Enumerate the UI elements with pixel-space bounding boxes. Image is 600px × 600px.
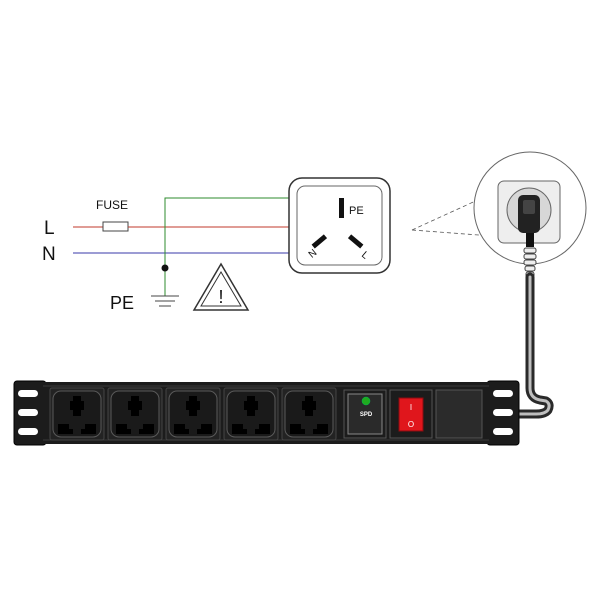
line-pin-slot xyxy=(347,234,364,249)
spd-indicator-icon xyxy=(361,396,371,406)
mounting-slot[interactable] xyxy=(18,428,38,435)
warning-icon: ! xyxy=(192,262,250,311)
pe-label: PE xyxy=(110,293,134,313)
plug-zoom-callout xyxy=(411,151,587,265)
warning-mark: ! xyxy=(218,287,223,307)
socket-l-label: L xyxy=(359,250,371,262)
outlet-left-slot xyxy=(290,424,305,434)
outlet-right-slot xyxy=(81,424,96,434)
outlet-earth-slot xyxy=(244,396,258,416)
neutral-pin-slot xyxy=(311,234,328,249)
socket-diagram: PE N L xyxy=(288,177,391,274)
plug-icon xyxy=(518,195,540,247)
pdu-strip: SPD I O xyxy=(13,380,520,446)
earth-junction xyxy=(161,264,169,272)
outlet-earth-slot xyxy=(128,396,142,416)
outlet[interactable] xyxy=(281,387,337,441)
switch-on-mark: I xyxy=(410,403,412,412)
mounting-slot[interactable] xyxy=(493,390,513,397)
wiring-schematic: L N PE FUSE ! PE xyxy=(42,177,391,313)
outlet-right-slot xyxy=(313,424,328,434)
spd-label: SPD xyxy=(360,412,373,418)
earth-wire xyxy=(164,197,295,296)
outlet[interactable] xyxy=(49,387,105,441)
outlet-left-slot xyxy=(174,424,189,434)
fuse-label: FUSE xyxy=(96,198,128,212)
outlet-earth-slot xyxy=(302,396,316,416)
blank-module xyxy=(435,389,483,439)
outlet-right-slot xyxy=(139,424,154,434)
power-cord xyxy=(513,247,554,419)
outlet-right-slot xyxy=(197,424,212,434)
fuse-icon xyxy=(102,221,129,232)
neutral-label: N xyxy=(42,244,56,265)
ground-symbol-icon xyxy=(151,295,179,307)
earth-pin-slot xyxy=(339,198,344,218)
line-label: L xyxy=(44,218,55,239)
outlet-earth-slot xyxy=(70,396,84,416)
mounting-slot[interactable] xyxy=(18,409,38,416)
outlet-left-slot xyxy=(58,424,73,434)
socket-pe-label: PE xyxy=(349,205,364,217)
outlet-left-slot xyxy=(116,424,131,434)
power-switch[interactable]: I O xyxy=(389,389,433,439)
outlet-left-slot xyxy=(232,424,247,434)
outlet-earth-slot xyxy=(186,396,200,416)
outlet[interactable] xyxy=(165,387,221,441)
outlet-group xyxy=(49,387,337,441)
outlet[interactable] xyxy=(223,387,279,441)
switch-off-mark: O xyxy=(408,420,414,429)
mounting-slot[interactable] xyxy=(18,390,38,397)
spd-module: SPD xyxy=(343,389,387,439)
mounting-slot[interactable] xyxy=(493,409,513,416)
rocker-switch[interactable] xyxy=(398,397,424,432)
outlet-right-slot xyxy=(255,424,270,434)
outlet[interactable] xyxy=(107,387,163,441)
mounting-slot[interactable] xyxy=(493,428,513,435)
